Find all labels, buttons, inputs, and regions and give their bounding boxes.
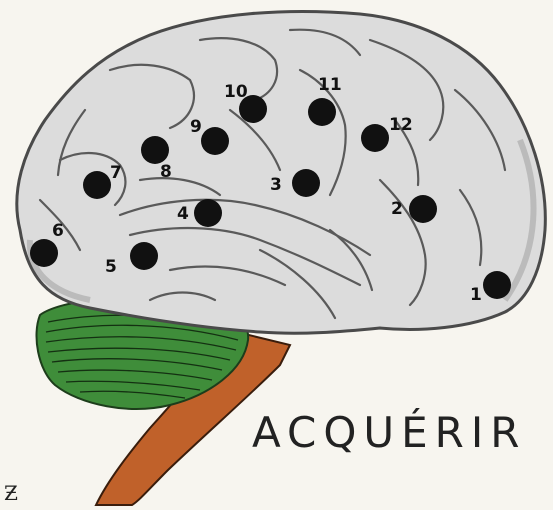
marker-label-4: 4 [177,204,189,224]
marker-dot-2 [409,195,437,223]
marker-dot-7 [83,171,111,199]
marker-label-5: 5 [105,257,117,277]
marker-label-10: 10 [224,82,248,102]
marker-label-6: 6 [52,221,64,241]
marker-dot-9 [201,127,229,155]
marker-label-3: 3 [270,175,282,195]
signature-mark: Ƶ [4,481,18,505]
marker-dot-4 [194,199,222,227]
marker-dot-8 [141,136,169,164]
marker-label-8: 8 [160,162,172,182]
marker-label-11: 11 [318,75,342,95]
marker-dot-1 [483,271,511,299]
marker-dot-12 [361,124,389,152]
marker-label-2: 2 [391,199,403,219]
marker-label-12: 12 [389,115,413,135]
marker-label-7: 7 [110,163,122,183]
marker-label-1: 1 [470,285,482,305]
marker-dot-11 [308,98,336,126]
marker-dot-5 [130,242,158,270]
marker-dot-6 [30,239,58,267]
marker-label-9: 9 [190,117,202,137]
marker-dot-3 [292,169,320,197]
caption-text: ACQUÉRIR [252,407,526,457]
